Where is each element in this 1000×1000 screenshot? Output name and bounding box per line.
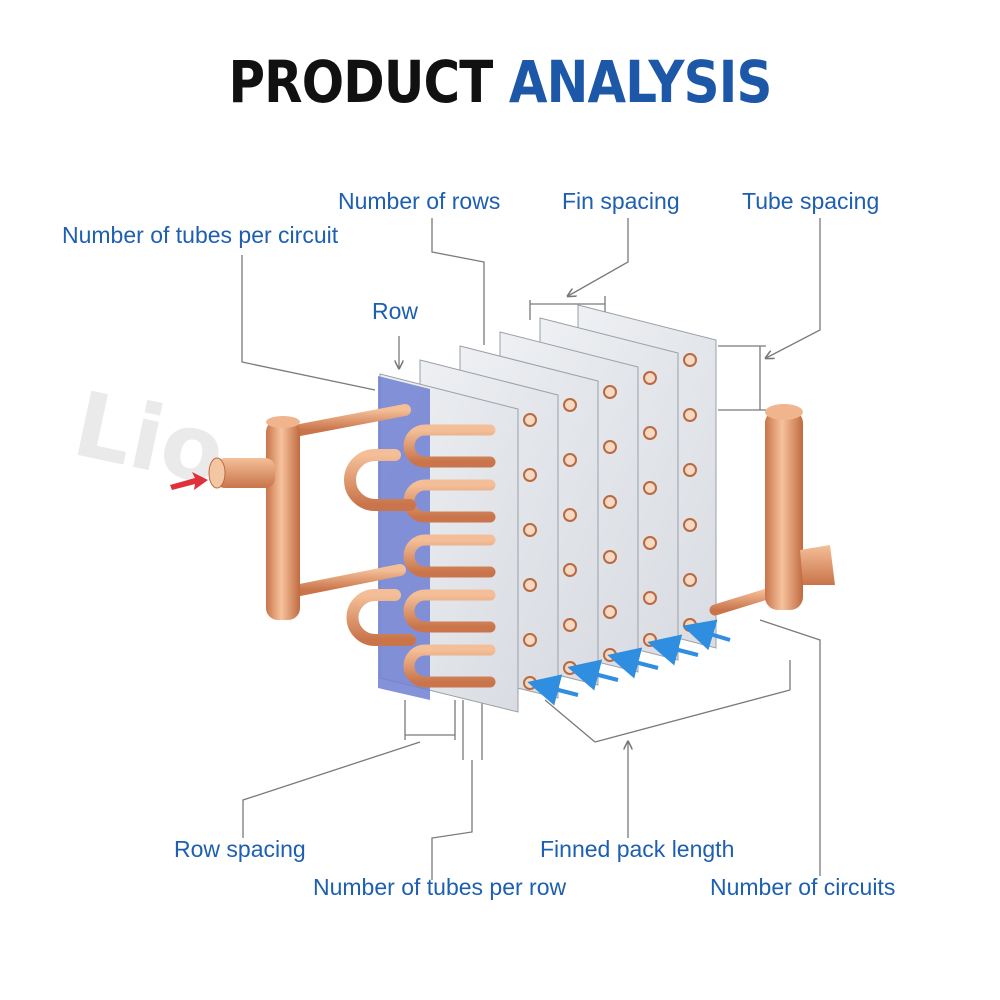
inlet-opening bbox=[208, 457, 226, 489]
u-bend-1 bbox=[403, 424, 496, 468]
title-product: PRODUCT bbox=[228, 48, 493, 116]
outlet-cap bbox=[765, 404, 803, 420]
inlet-header bbox=[170, 404, 411, 620]
air-arrow-4 bbox=[647, 634, 699, 666]
dimension-lines bbox=[404, 296, 791, 760]
u-bend-3 bbox=[403, 534, 496, 578]
hole-column-3 bbox=[643, 371, 657, 647]
big-u-bend-upper bbox=[344, 449, 416, 511]
tube-holes bbox=[523, 353, 697, 690]
header-branch-bottom bbox=[294, 564, 406, 596]
leader-lines bbox=[241, 218, 821, 880]
label-number-of-rows: Number of rows bbox=[338, 188, 501, 214]
air-arrow-5 bbox=[682, 619, 731, 651]
title-analysis: ANALYSIS bbox=[508, 48, 772, 116]
u-bend-5 bbox=[403, 644, 496, 688]
u-bend-4 bbox=[403, 589, 496, 633]
header-cap bbox=[266, 416, 300, 428]
page-title: PRODUCT ANALYSIS bbox=[70, 48, 930, 116]
watermark: Lio bbox=[65, 372, 234, 506]
label-number-of-circuits: Number of circuits bbox=[710, 874, 896, 900]
outlet-stub bbox=[800, 545, 835, 585]
label-row: Row bbox=[372, 298, 419, 324]
label-tubes-per-row: Number of tubes per row bbox=[313, 874, 567, 900]
airflow-arrows bbox=[527, 619, 731, 706]
inlet-arrow-icon bbox=[170, 472, 208, 490]
label-fin-spacing: Fin spacing bbox=[562, 188, 680, 214]
header-pipe bbox=[266, 420, 300, 620]
label-tube-spacing: Tube spacing bbox=[742, 188, 880, 214]
air-arrow-1 bbox=[527, 674, 579, 706]
header-branch-top bbox=[294, 404, 411, 436]
outlet-header bbox=[709, 404, 835, 616]
big-u-bend-lower bbox=[346, 589, 416, 646]
u-bends bbox=[344, 424, 496, 688]
air-arrow-3 bbox=[607, 647, 659, 679]
outlet-pipe bbox=[765, 410, 803, 610]
label-tubes-per-circuit: Number of tubes per circuit bbox=[62, 222, 339, 248]
label-finned-pack-length: Finned pack length bbox=[540, 836, 735, 862]
hole-column-2 bbox=[603, 385, 617, 662]
inlet-pipe bbox=[215, 458, 275, 488]
label-row-spacing: Row spacing bbox=[174, 836, 306, 862]
